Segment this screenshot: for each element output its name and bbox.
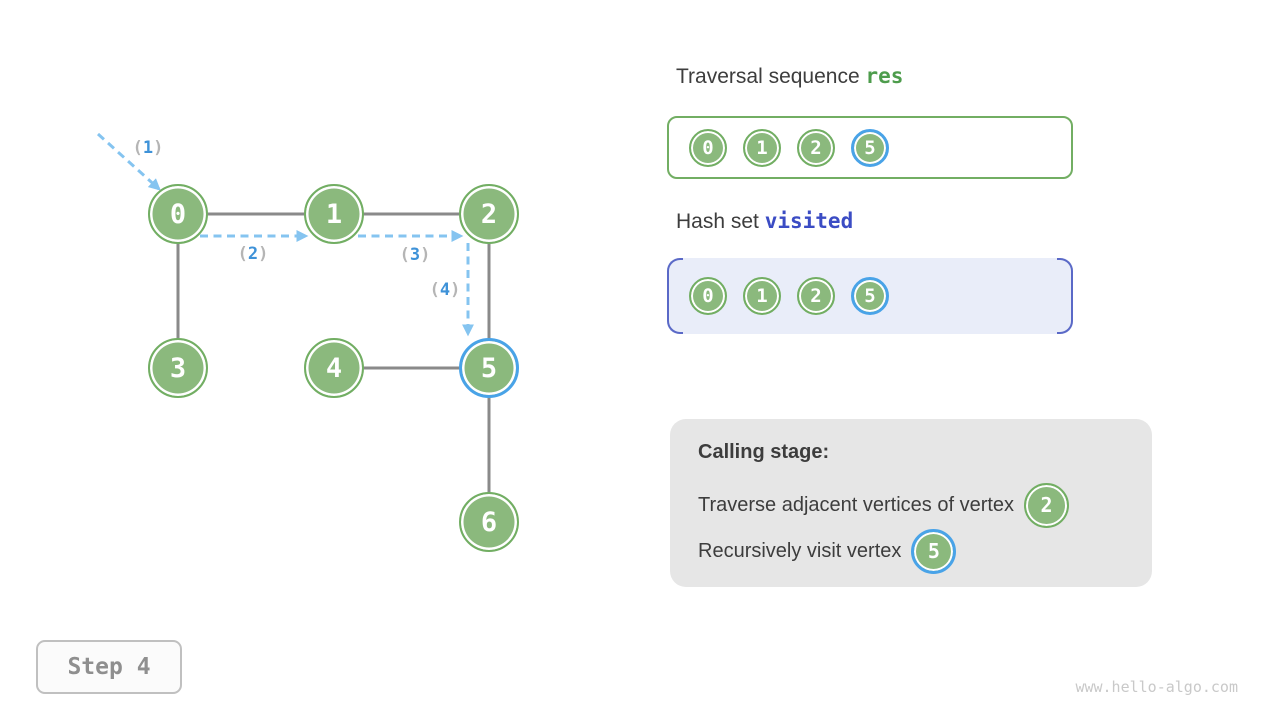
traversal-sequence-title-text: Traversal sequence: [676, 65, 860, 88]
seq-item: 2: [797, 128, 835, 167]
set-item: 0: [689, 277, 727, 315]
arrow-order-label-2: (2): [237, 244, 269, 264]
seq-item: 1: [743, 128, 781, 167]
calling-stage-line-1-text: Traverse adjacent vertices of vertex: [698, 493, 1015, 516]
visited-code-label: visited: [764, 209, 854, 233]
traversal-sequence-box: 0 1 2 5: [667, 116, 1073, 179]
graph-node-1: 1: [304, 184, 364, 244]
calling-stage-line-2-text: Recursively visit vertex: [698, 539, 902, 562]
set-item-highlighted: 5: [851, 277, 889, 315]
hash-set-title: Hash set visited: [676, 209, 853, 234]
graph-node-6: 6: [459, 492, 519, 552]
seq-item: 0: [689, 128, 727, 167]
step-badge: Step 4: [36, 640, 182, 694]
hash-set-title-text: Hash set: [676, 210, 759, 233]
graph-node-5: 5: [459, 338, 519, 398]
graph-node-4: 4: [304, 338, 364, 398]
watermark: www.hello-algo.com: [1075, 678, 1238, 696]
set-item: 2: [797, 277, 835, 315]
graph-node-3: 3: [148, 338, 208, 398]
visited-set-box: 0 1 2 5: [667, 258, 1073, 334]
calling-stage-panel: Calling stage: Traverse adjacent vertice…: [670, 419, 1152, 587]
calling-stage-line-2: Recursively visit vertex 5: [698, 528, 1126, 574]
vertex-badge-highlighted: 5: [911, 528, 957, 574]
traversal-sequence-title: Traversal sequence res: [676, 64, 903, 89]
calling-stage-line-1: Traverse adjacent vertices of vertex 2: [698, 482, 1126, 528]
vertex-badge: 2: [1024, 482, 1070, 528]
seq-item-highlighted: 5: [851, 128, 889, 167]
graph-node-0: 0: [148, 184, 208, 244]
res-code-label: res: [865, 64, 904, 88]
graph-diagram: 0 1 2 3 4 5 6 (1) (2) (3) (4): [0, 0, 640, 620]
graph-node-2: 2: [459, 184, 519, 244]
arrow-order-label-3: (3): [399, 245, 431, 265]
graph-canvas: [96, 132, 491, 522]
set-item: 1: [743, 277, 781, 315]
arrow-order-label-1: (1): [132, 138, 164, 158]
arrow-order-label-4: (4): [429, 280, 461, 300]
calling-stage-heading: Calling stage:: [698, 441, 830, 463]
traversal-arrow-1: [96, 132, 161, 191]
